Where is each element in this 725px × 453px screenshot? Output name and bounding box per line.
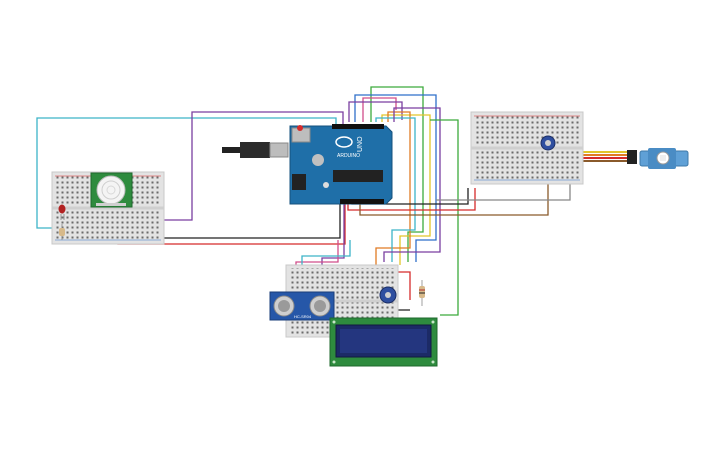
potentiometer-bottom[interactable]	[379, 286, 397, 304]
wire-blue-top[interactable]	[354, 94, 437, 262]
potentiometer-right[interactable]	[540, 135, 556, 151]
arduino-uno[interactable]: ARDUINO UNO	[289, 124, 393, 205]
wire-purple-ultra[interactable]	[321, 196, 345, 272]
ultrasonic-sensor[interactable]: HC-SR04	[269, 291, 335, 321]
lcd-display[interactable]	[329, 317, 438, 367]
wire-purple-mid[interactable]	[383, 107, 441, 262]
wire-green-long[interactable]	[430, 119, 459, 316]
servo-motor[interactable]	[627, 148, 689, 169]
resistor-bottom[interactable]	[419, 280, 425, 306]
wire-green-top[interactable]	[370, 86, 424, 262]
wire-orange-mid[interactable]	[375, 111, 411, 265]
breadboard-right	[470, 111, 584, 185]
wire-brown-right[interactable]	[359, 172, 549, 216]
usb-cable	[222, 142, 289, 158]
wire-black-ground[interactable]	[150, 199, 350, 239]
wire-purple-top[interactable]	[348, 101, 403, 122]
wire-purple-left[interactable]	[160, 111, 344, 221]
breadboard-left	[51, 171, 165, 245]
ultrasonic-label: HC-SR04	[294, 314, 312, 319]
pir-sensor[interactable]	[90, 172, 133, 208]
wire-pink-top[interactable]	[362, 97, 397, 122]
wire-cyan-ultra[interactable]	[301, 240, 351, 272]
wire-yellow-mid[interactable]	[381, 114, 431, 265]
wire-cyan-left[interactable]	[36, 117, 337, 229]
wire-cyan-mid[interactable]	[375, 117, 416, 262]
led-red[interactable]	[58, 204, 66, 221]
resistor-left[interactable]	[59, 224, 65, 240]
arduino-logo-text: ARDUINO	[337, 153, 360, 159]
arduino-brand-label: UNO	[357, 136, 364, 152]
